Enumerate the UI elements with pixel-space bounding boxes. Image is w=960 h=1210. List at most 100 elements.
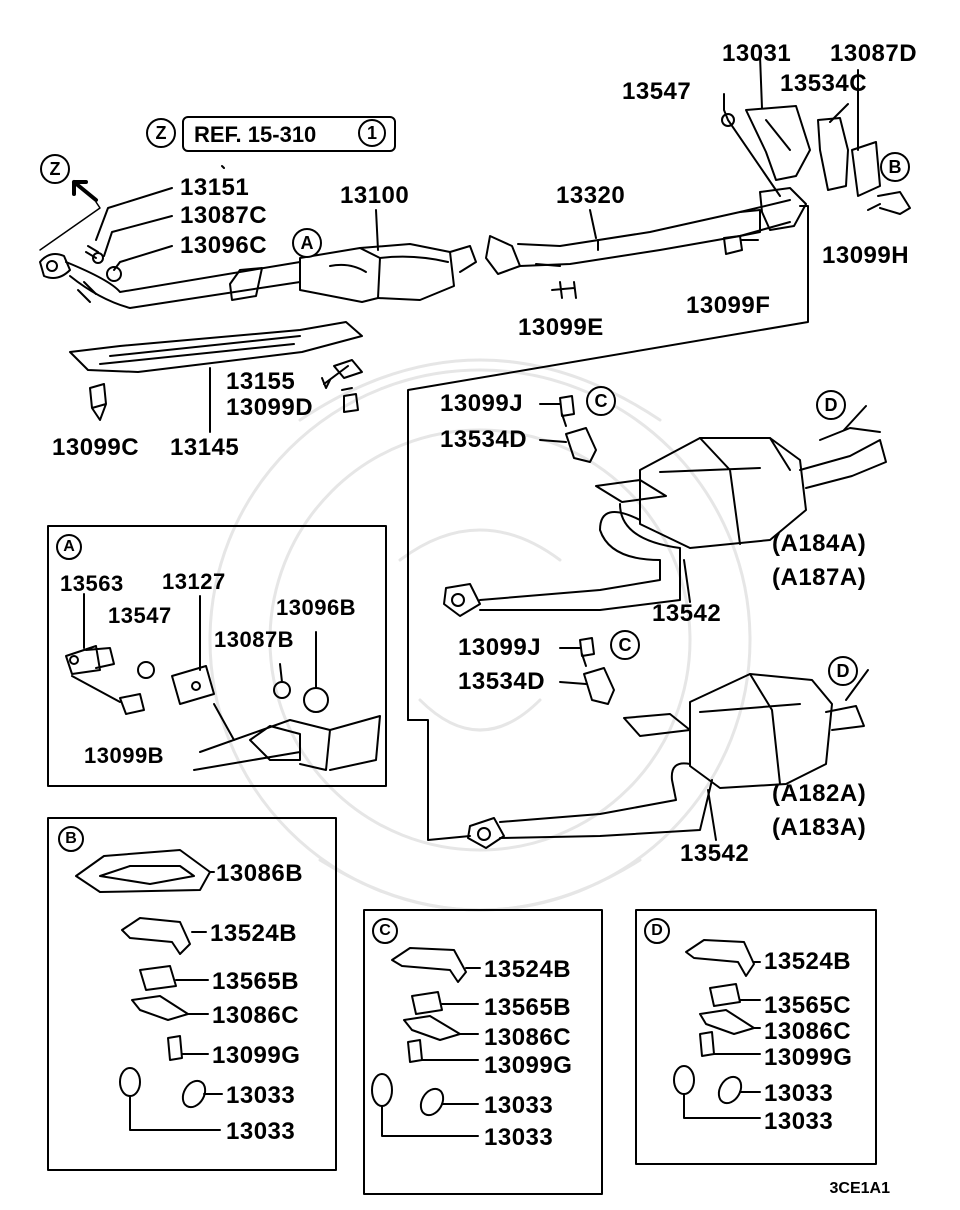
detail-C-plate-13086C (403, 1015, 461, 1041)
label-13542-upper[interactable]: 13542 (652, 600, 722, 627)
callout-D-upper: D (816, 390, 846, 420)
detail-C-label-13086C[interactable]: 13086C (484, 1024, 572, 1051)
detail-C-bracket-13524B (391, 947, 467, 983)
detail-C-label-13033-b[interactable]: 13033 (484, 1124, 554, 1151)
label-13100[interactable]: 13100 (340, 182, 410, 209)
variant-A184A: (A184A) (772, 530, 867, 557)
label-13087C[interactable]: 13087C (180, 202, 268, 229)
detail-C-gasket-13033-b (419, 1087, 445, 1117)
bolt-13099F (723, 235, 759, 255)
detail-C-label-13033-a[interactable]: 13033 (484, 1092, 554, 1119)
detail-B-label-13033-b[interactable]: 13033 (226, 1118, 296, 1145)
front-pipe (39, 253, 301, 309)
detail-A-label-13547[interactable]: 13547 (108, 603, 172, 628)
detail-C-label-13565B[interactable]: 13565B (484, 994, 572, 1021)
detail-A-label-13127[interactable]: 13127 (162, 569, 226, 594)
hanger-13031 (745, 105, 811, 181)
detail-A-label-13563[interactable]: 13563 (60, 571, 124, 596)
diagram-code: 3CE1A1 (829, 1180, 890, 1197)
label-13099J-upper[interactable]: 13099J (440, 390, 524, 417)
detail-B-plate-13086C (131, 995, 189, 1021)
label-13099F[interactable]: 13099F (686, 292, 771, 319)
callout-C-upper: C (586, 386, 616, 416)
bolt-13099C (89, 383, 107, 421)
label-13547-main[interactable]: 13547 (622, 78, 692, 105)
detail-A-bracket-13563 (65, 645, 115, 675)
detail-A-gasket-13547 (137, 661, 155, 679)
detail-D-label-13099G[interactable]: 13099G (764, 1044, 853, 1071)
label-13099J-lower[interactable]: 13099J (458, 634, 542, 661)
detail-A-gasket-13096B (303, 687, 329, 713)
detail-B-label-13033-a[interactable]: 13033 (226, 1082, 296, 1109)
detail-D-gasket-13033-b (717, 1075, 743, 1105)
variant-A183A: (A183A) (772, 814, 867, 841)
heat-protector-13145 (69, 321, 363, 433)
detail-C-title: C (372, 918, 398, 944)
detail-B-bracket-13524B (121, 917, 191, 955)
detail-C-label-13099G[interactable]: 13099G (484, 1052, 573, 1079)
detail-box-C (363, 909, 603, 1195)
detail-D-label-13565C[interactable]: 13565C (764, 992, 852, 1019)
detail-A-title: A (56, 534, 82, 560)
reference-box[interactable]: REF. 15-310 1 (182, 116, 396, 152)
label-13534D-lower[interactable]: 13534D (458, 668, 546, 695)
bracket-13087D (851, 141, 881, 197)
main-muffler-lower (467, 673, 865, 849)
detail-B-bolt-13099G (167, 1035, 183, 1061)
bolt-13099H (867, 191, 911, 215)
detail-B-insulator-13086B (75, 849, 211, 893)
detail-D-label-13033-b[interactable]: 13033 (764, 1108, 834, 1135)
gasket-13096C (106, 266, 122, 282)
detail-A-bolt-13099B (119, 693, 145, 715)
detail-A-label-13096B[interactable]: 13096B (276, 595, 357, 620)
label-13320[interactable]: 13320 (556, 182, 626, 209)
label-13534C[interactable]: 13534C (780, 70, 868, 97)
label-13096C[interactable]: 13096C (180, 232, 268, 259)
detail-D-gasket-13033-a (673, 1065, 695, 1095)
detail-B-rubber-13565B (139, 965, 177, 991)
bolt-13099D (341, 387, 359, 413)
variant-A187A: (A187A) (772, 564, 867, 591)
detail-B-label-13086B[interactable]: 13086B (216, 860, 304, 887)
detail-box-A (47, 525, 387, 787)
bracket-13534D-lower (583, 667, 615, 705)
detail-A-label-13087B[interactable]: 13087B (214, 627, 295, 652)
detail-D-plate-13086C (699, 1009, 755, 1035)
label-13155[interactable]: 13155 (226, 368, 296, 395)
variant-A182A: (A182A) (772, 780, 867, 807)
detail-D-label-13524B[interactable]: 13524B (764, 948, 852, 975)
detail-D-label-13086C[interactable]: 13086C (764, 1018, 852, 1045)
detail-A-label-13099B[interactable]: 13099B (84, 743, 165, 768)
detail-D-label-13033-a[interactable]: 13033 (764, 1080, 834, 1107)
detail-C-rubber-13565B (411, 991, 443, 1015)
detail-C-label-13524B[interactable]: 13524B (484, 956, 572, 983)
label-13151[interactable]: 13151 (180, 174, 250, 201)
label-13145[interactable]: 13145 (170, 434, 240, 461)
label-13087D[interactable]: 13087D (830, 40, 918, 67)
bracket-13534C (817, 117, 849, 191)
detail-B-label-13565B[interactable]: 13565B (212, 968, 300, 995)
callout-D-lower: D (828, 656, 858, 686)
detail-B-label-13086C[interactable]: 13086C (212, 1002, 300, 1029)
detail-D-title: D (644, 918, 670, 944)
detail-B-label-13524B[interactable]: 13524B (210, 920, 298, 947)
label-13542-lower[interactable]: 13542 (680, 840, 750, 867)
callout-B-main: B (880, 152, 910, 182)
label-13534D-upper[interactable]: 13534D (440, 426, 528, 453)
detail-C-bolt-13099G (407, 1039, 423, 1063)
detail-B-label-13099G[interactable]: 13099G (212, 1042, 301, 1069)
detail-box-B (47, 817, 337, 1171)
bolt-13099J-lower (579, 637, 595, 667)
detail-box-D (635, 909, 877, 1165)
label-13031[interactable]: 13031 (722, 40, 792, 67)
main-muffler-upper (443, 427, 887, 617)
label-13099H[interactable]: 13099H (822, 242, 910, 269)
label-13099C[interactable]: 13099C (52, 434, 140, 461)
detail-A-pipe (193, 715, 381, 771)
detail-D-rubber-13565C (709, 983, 741, 1007)
detail-A-plate-13127 (171, 665, 215, 705)
label-13099E[interactable]: 13099E (518, 314, 604, 341)
label-13099D[interactable]: 13099D (226, 394, 314, 421)
direction-arrow (72, 180, 98, 202)
